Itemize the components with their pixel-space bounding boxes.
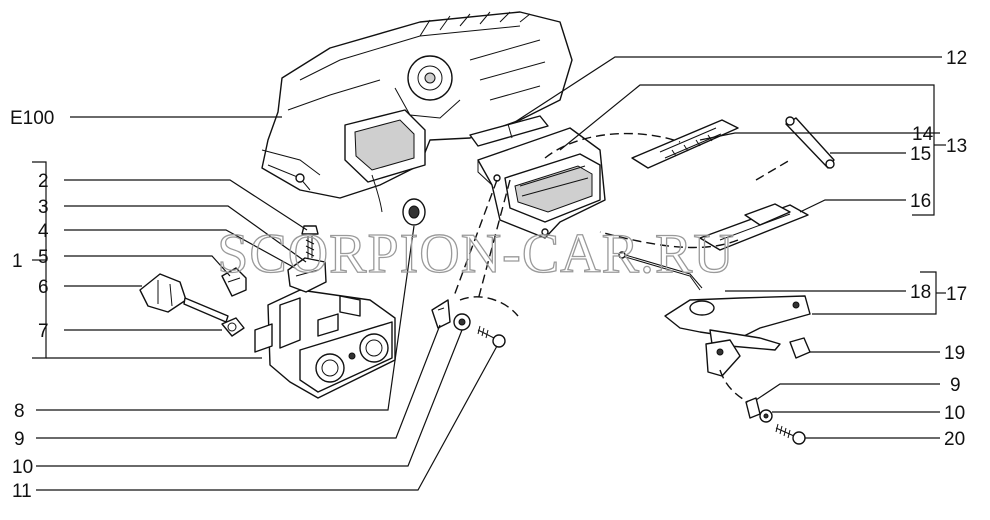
seal-part-12 [469,115,549,147]
lamp-part-7 [221,317,245,337]
flap-part-16 [699,203,809,251]
cap-part-19 [789,337,811,359]
bracket-part-3-4 [287,257,327,293]
label-12: 12 [946,48,967,69]
clip-part-9-right [745,397,761,419]
air-duct-housing [477,127,606,239]
label-11: 11 [12,481,32,502]
control-rod-part-18 [618,251,703,291]
heater-unit-e100 [261,11,573,213]
switch-part-5 [221,267,247,297]
label-10-left: 10 [12,457,33,478]
screw-part-20 [775,423,806,445]
label-9-left: 9 [14,429,25,450]
label-13: 13 [946,136,967,157]
nut-part-10-left [453,313,471,331]
label-7: 7 [38,321,49,342]
heater-control-panel [254,289,396,399]
label-2: 2 [38,171,49,192]
label-15: 15 [910,144,931,165]
screw-part-11 [477,325,506,348]
label-8: 8 [14,401,25,422]
label-9-right: 9 [950,375,961,396]
lever-bracket-part-17 [664,295,811,377]
label-17: 17 [946,284,967,305]
label-18: 18 [910,282,931,303]
label-20: 20 [944,429,965,450]
label-4: 4 [38,221,49,242]
label-1: 1 [12,251,23,272]
callout-labels: E100 1 2 3 4 5 6 7 8 9 10 11 12 13 14 15… [10,48,967,502]
flap-part-14 [631,119,739,169]
grommet-part-8 [402,198,426,226]
label-6: 6 [38,277,49,298]
washer-part-10-right [759,409,773,423]
lever-part-15 [785,116,835,169]
label-e100: E100 [10,108,54,129]
leader-lines [32,56,946,491]
label-16: 16 [910,191,931,212]
label-10-right: 10 [944,403,965,424]
label-14: 14 [912,124,934,145]
switch-part-6 [139,273,229,323]
clip-part-9-left [431,299,451,329]
screw-part-2 [301,225,319,258]
watermark-text: SCORPION-CAR.RU [217,223,735,285]
label-3: 3 [38,197,49,218]
assembly-dashed-paths [453,132,791,403]
label-19: 19 [944,343,965,364]
label-5: 5 [38,247,49,268]
